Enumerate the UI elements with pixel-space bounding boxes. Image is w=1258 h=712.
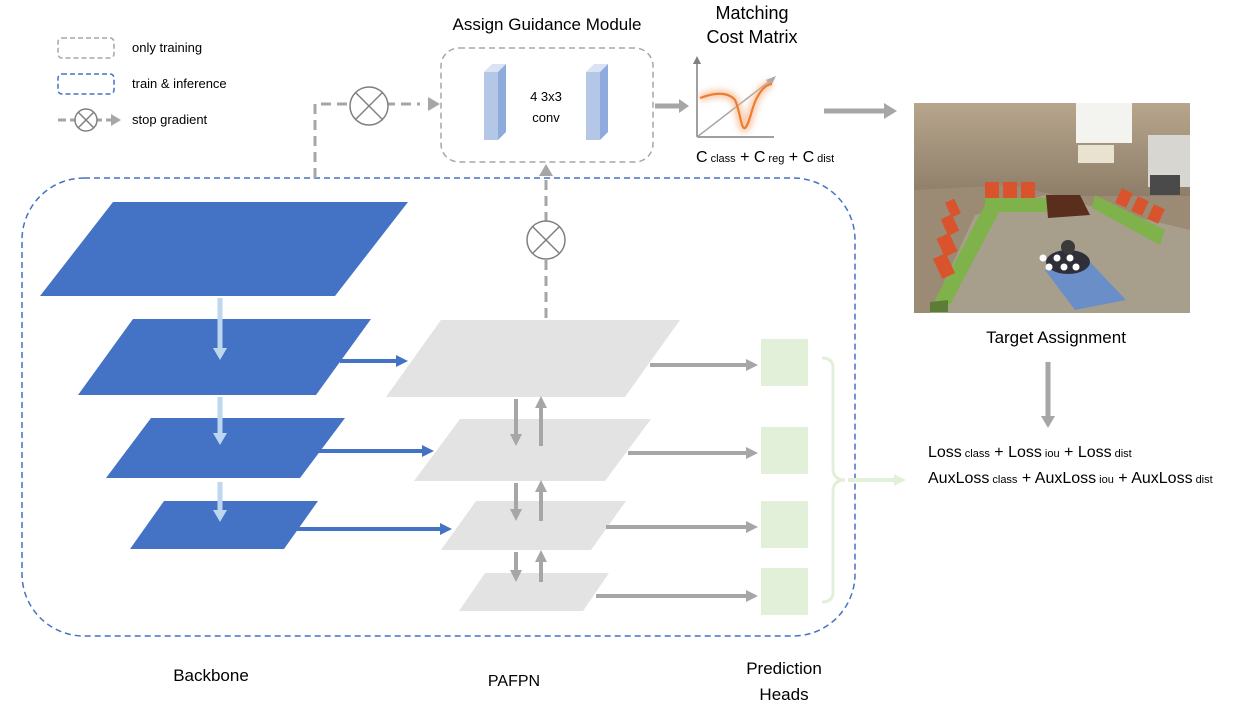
pafpn-layer-4 <box>459 573 609 611</box>
prediction-head-4 <box>761 568 808 615</box>
backbone-layer-2 <box>78 319 371 395</box>
prediction-head-3 <box>761 501 808 548</box>
axis-arrow-icon <box>693 56 701 64</box>
conv-label-line2: conv <box>532 110 560 125</box>
lateral-connections <box>296 355 452 535</box>
arrowhead-icon <box>535 550 547 562</box>
prediction-head-1 <box>761 339 808 386</box>
arrowhead-icon <box>422 445 434 457</box>
arrowhead-icon <box>440 523 452 535</box>
cost-matrix-title-line1: Matching <box>715 3 788 23</box>
backbone-label: Backbone <box>173 666 249 685</box>
arrowhead-icon <box>1041 416 1055 428</box>
pafpn <box>386 320 680 611</box>
backbone-layer-3 <box>106 418 345 478</box>
stop-gradient-icon <box>349 86 389 126</box>
pafpn-layer-3 <box>441 501 626 550</box>
keypoint-markers <box>1039 254 1080 271</box>
backbone-guidance-path <box>313 86 440 178</box>
arrowhead-icon <box>535 480 547 492</box>
pafpn-layer-2 <box>414 419 651 481</box>
head-connections <box>596 359 758 602</box>
pafpn-guidance-path <box>526 164 566 318</box>
arrowhead-icon <box>746 521 758 533</box>
arrowhead-icon <box>510 434 522 446</box>
prediction-heads-label-line2: Heads <box>759 685 808 704</box>
pafpn-label: PAFPN <box>488 673 540 690</box>
arrowhead-icon <box>884 103 897 119</box>
assign-guidance-module: Assign Guidance Module 4 3x3 conv <box>440 15 654 163</box>
arrowhead-icon <box>679 99 689 113</box>
conv-block-right <box>586 64 608 140</box>
stop-gradient-icon <box>74 108 98 132</box>
arrowhead-icon <box>746 590 758 602</box>
legend: only training train & inference stop gra… <box>57 37 227 132</box>
target-image <box>914 103 1190 313</box>
stop-gradient-icon <box>526 220 566 260</box>
arrowhead-icon <box>535 396 547 408</box>
legend-train-inference-label: train & inference <box>132 76 227 91</box>
legend-arrowhead-icon <box>111 114 121 126</box>
legend-train-inference-swatch <box>57 73 115 95</box>
legend-training-swatch <box>57 37 115 59</box>
arrowhead-icon <box>539 164 553 176</box>
prediction-heads-label-line1: Prediction <box>746 659 822 678</box>
pafpn-layer-1 <box>386 320 680 397</box>
cost-matrix-title-line2: Cost Matrix <box>706 27 797 47</box>
arrowhead-icon <box>213 433 227 445</box>
heads-bracket <box>821 356 846 604</box>
backbone <box>40 202 408 549</box>
legend-stop-gradient-label: stop gradient <box>132 112 208 127</box>
arrowhead-icon <box>213 510 227 522</box>
conv-label-line1: 4 3x3 <box>530 89 562 104</box>
arrowhead-icon <box>746 447 758 459</box>
train-inference-boundary <box>21 177 856 637</box>
arrowhead-icon <box>428 97 440 111</box>
arrowhead-icon <box>894 474 906 486</box>
arrowhead-icon <box>510 509 522 521</box>
arrowhead-icon <box>213 348 227 360</box>
arrowhead-icon <box>396 355 408 367</box>
arrowhead-icon <box>746 359 758 371</box>
cost-curve <box>699 82 773 130</box>
arrowhead-icon <box>510 570 522 582</box>
prediction-heads <box>761 339 906 615</box>
assign-module-box <box>440 47 654 163</box>
prediction-head-2 <box>761 427 808 474</box>
backbone-layer-1 <box>40 202 408 296</box>
assign-module-title: Assign Guidance Module <box>452 15 641 34</box>
conv-block-left <box>484 64 506 140</box>
legend-only-training-label: only training <box>132 40 202 55</box>
pafpn-vertical-arrows <box>510 396 547 582</box>
target-assignment-label: Target Assignment <box>986 328 1126 347</box>
backbone-layer-4 <box>130 501 318 549</box>
